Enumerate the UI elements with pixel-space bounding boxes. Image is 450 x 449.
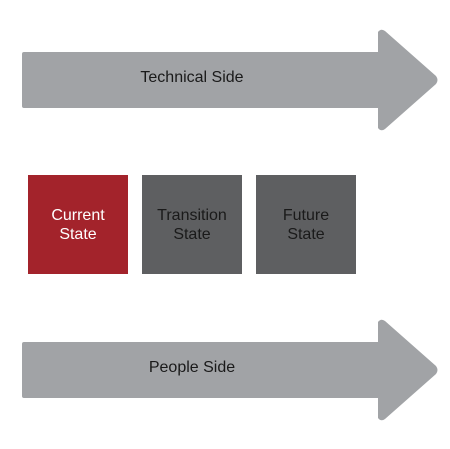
- future-state-label: Future State: [283, 206, 329, 244]
- current-state-label: Current State: [51, 206, 104, 244]
- technical-side-arrow: Technical Side: [22, 28, 438, 132]
- transition-state-label: Transition State: [157, 206, 227, 244]
- people-side-arrow-shape: [22, 319, 438, 421]
- future-state-line1: Future: [282, 206, 330, 224]
- current-state-line1: Current: [51, 206, 105, 224]
- current-state-box: Current State: [28, 175, 128, 274]
- people-side-arrow: People Side: [22, 318, 438, 422]
- technical-side-arrow-shape: [22, 29, 438, 131]
- transition-state-line1: Transition: [157, 206, 227, 224]
- future-state-line2: State: [287, 225, 325, 243]
- people-side-label: People Side: [148, 359, 236, 376]
- technical-side-label: Technical Side: [140, 69, 244, 86]
- current-state-line2: State: [59, 225, 97, 243]
- future-state-box: Future State: [256, 175, 356, 274]
- people-side-arrow-path: [22, 319, 438, 421]
- transition-state-line2: State: [173, 225, 211, 243]
- technical-side-arrow-path: [22, 29, 438, 131]
- transition-state-box: Transition State: [142, 175, 242, 274]
